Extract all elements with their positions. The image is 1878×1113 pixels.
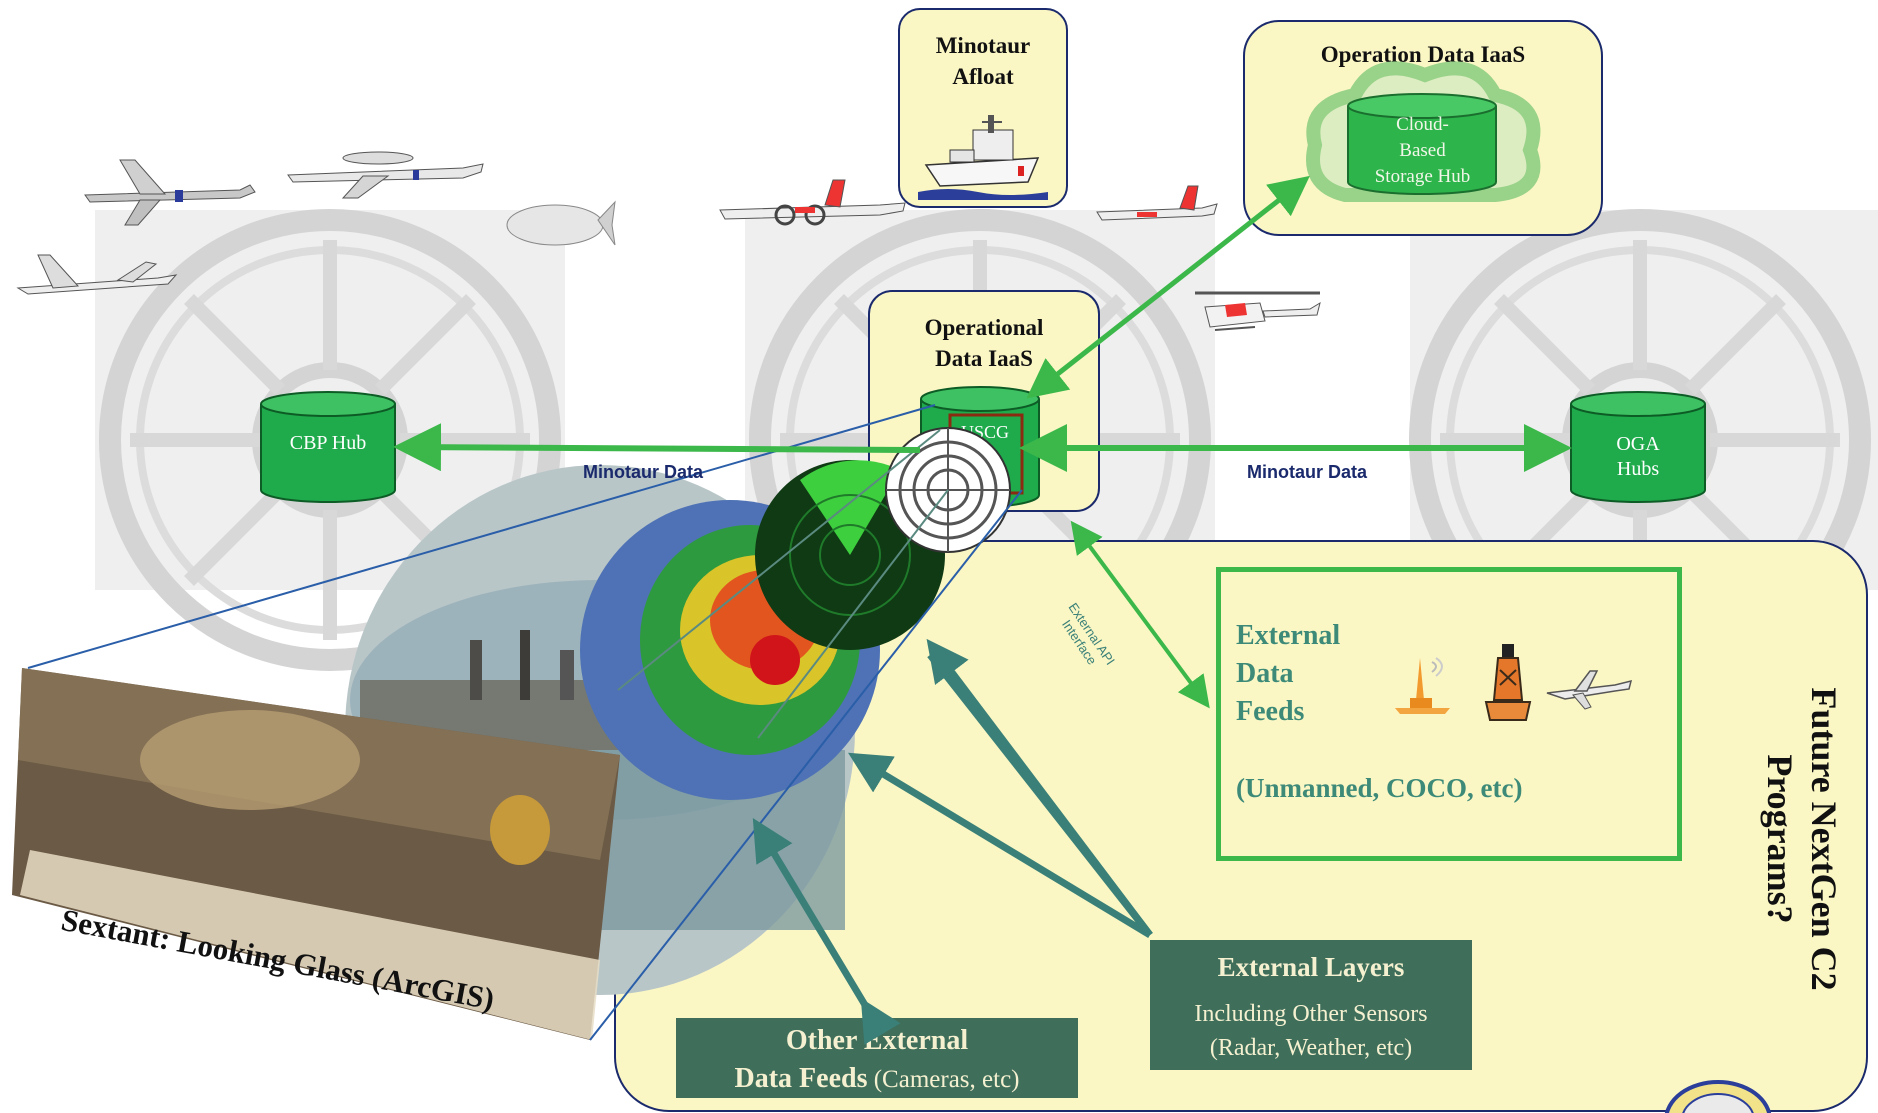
cloud-label-line2: Based [1399, 140, 1446, 161]
minotaur-afloat-box: Minotaur Afloat [898, 8, 1068, 208]
aircraft-icon-hc144 [1096, 185, 1218, 221]
minotaur-afloat-title-line2: Afloat [952, 64, 1014, 89]
minotaur-data-label-left: Minotaur Data [583, 462, 704, 482]
external-layers-title: External Layers [1217, 952, 1405, 982]
other-feeds-line2-rest: (Cameras, etc) [867, 1066, 1020, 1093]
operation-data-iaas-title: Operation Data IaaS [1320, 42, 1526, 67]
cbp-hub-cylinder [260, 391, 396, 503]
drone-icon [1546, 670, 1633, 710]
oga-hubs-cylinder [1570, 391, 1706, 503]
buoy-icon [1395, 657, 1450, 714]
buoy-tower-icon [1484, 644, 1532, 721]
blimp-icon [506, 200, 616, 246]
minotaur-data-label-right: Minotaur Data [1247, 462, 1368, 482]
aircraft-icon-predator [84, 159, 256, 226]
cloud-label-line3: Storage Hub [1374, 166, 1471, 187]
external-feeds-line3: Feeds [1236, 696, 1305, 727]
external-feeds-line1: External [1236, 620, 1341, 651]
aircraft-icon-c130 [719, 179, 906, 226]
arrow-other-feeds [752, 817, 901, 1045]
operational-title-line2: Data IaaS [935, 346, 1033, 371]
aircraft-icon-kingair [16, 254, 178, 295]
cbp-hub-label: CBP Hub [289, 432, 367, 454]
external-layers-sub2: (Radar, Weather, etc) [1209, 1035, 1413, 1061]
external-feeds-line2: Data [1236, 658, 1294, 689]
arrow-to-radar [927, 652, 1153, 938]
external-feeds-sub: (Unmanned, COCO, etc) [1236, 773, 1523, 803]
oga-hubs-label-line1: OGA [1616, 433, 1660, 455]
ship-icon [918, 115, 1048, 200]
arrow-layers-2 [848, 752, 1152, 938]
external-layers-sub1: Including Other Sensors [1194, 1001, 1428, 1027]
arrow-external-api [1070, 520, 1210, 709]
external-data-feeds-box [1216, 567, 1682, 861]
arrow-to-cbp [393, 423, 921, 472]
cloud-label-line1: Cloud- [1396, 114, 1449, 135]
helicopter-icon [1195, 291, 1321, 331]
seal-icon [1664, 1080, 1772, 1113]
minotaur-afloat-title-line1: Minotaur [935, 33, 1031, 58]
other-feeds-line2-bold: Data Feeds [734, 1063, 868, 1094]
arrow-uscg-cloud [1026, 175, 1310, 399]
aircraft-icon-awacs [287, 151, 484, 199]
sextant-icon [12, 668, 620, 1040]
operational-title-line1: Operational [924, 315, 1044, 340]
oga-hubs-label-line2: Hubs [1616, 458, 1660, 480]
external-layers-box: External Layers Including Other Sensors … [1150, 940, 1472, 1070]
cloud-storage-cylinder [1347, 93, 1497, 195]
